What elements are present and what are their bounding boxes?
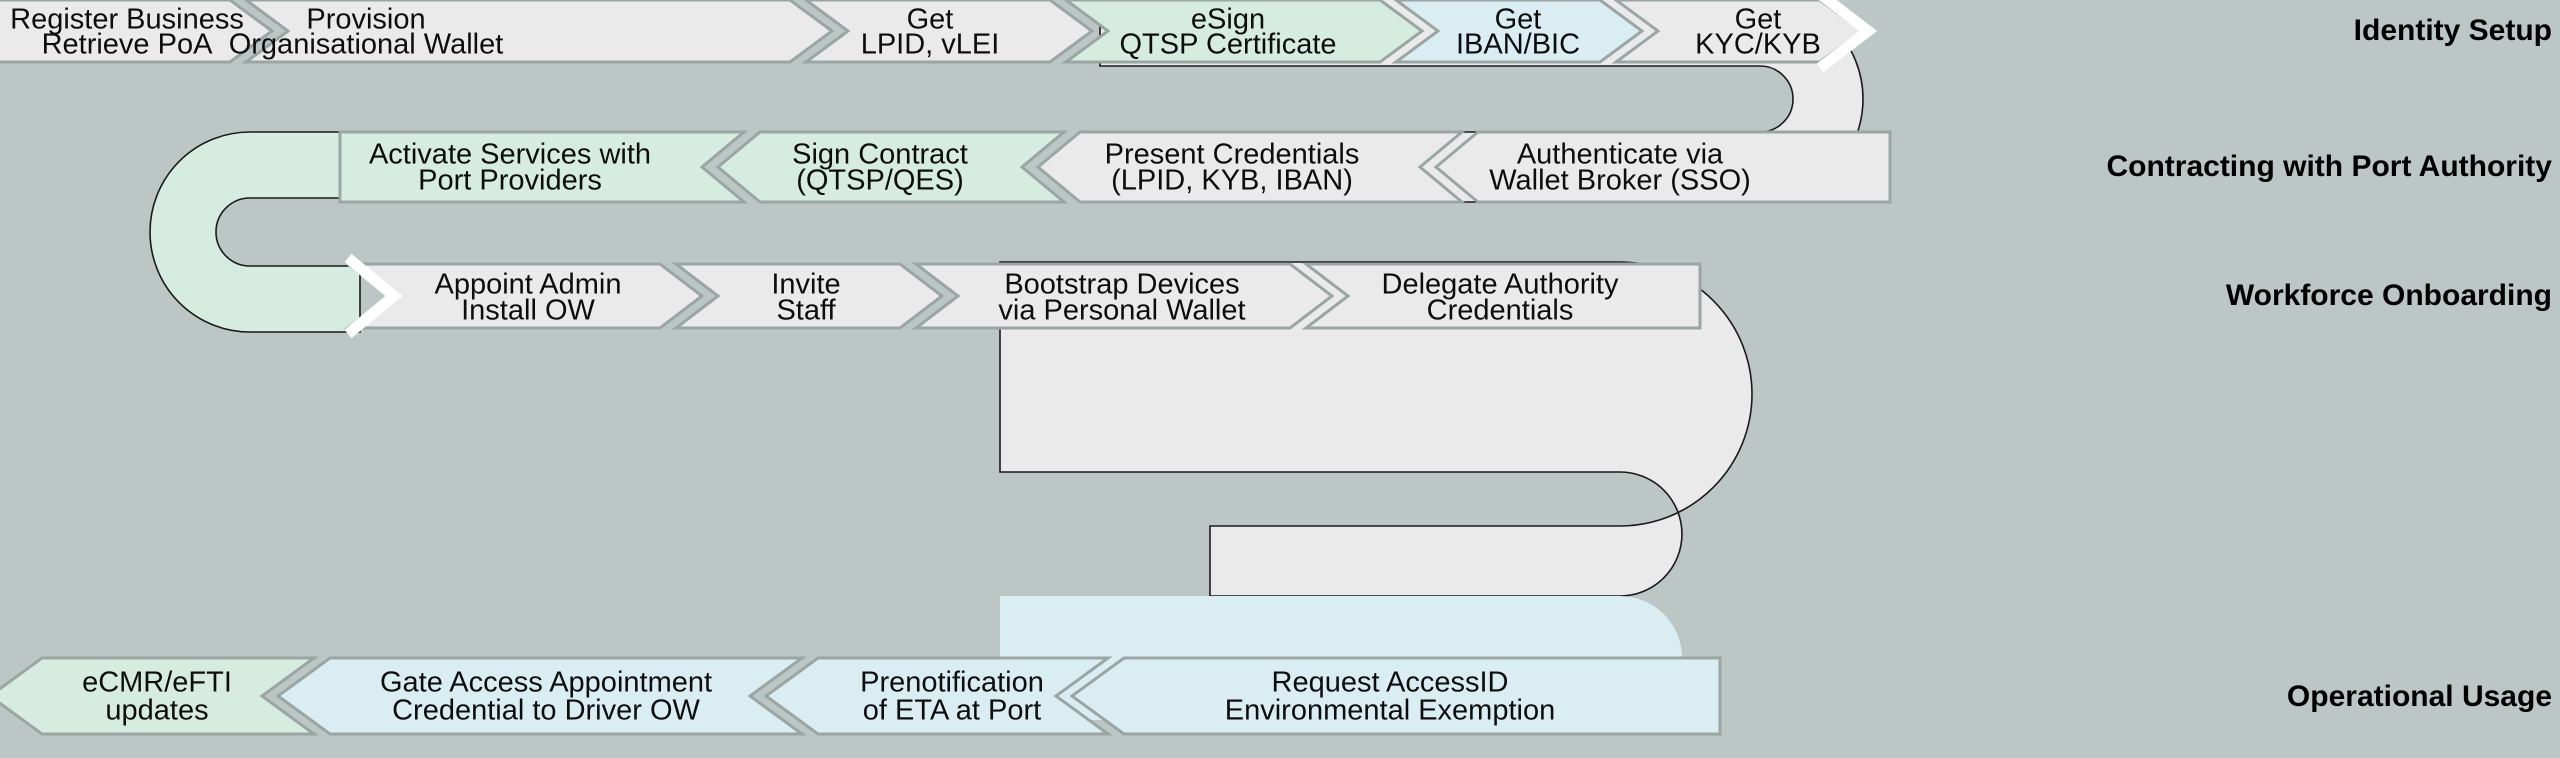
step-label-line1: Delegate Authority xyxy=(1382,269,1619,301)
step-label-line1: Register Business xyxy=(10,4,244,36)
chevron-gate-access-appointment[interactable] xyxy=(275,656,807,736)
step-label-line1: Bootstrap Devices xyxy=(1004,269,1239,301)
chevron-authenticate-wallet-broker[interactable] xyxy=(1433,130,1892,204)
chevron-register-business[interactable] xyxy=(0,0,275,64)
chevron-esign-qtsp[interactable] xyxy=(1061,0,1425,64)
row2-chevrons xyxy=(338,130,1892,204)
step-label-line2: Port Providers xyxy=(418,165,602,197)
step-label-line1: Sign Contract xyxy=(792,139,968,171)
step-label-line2: LPID, vLEI xyxy=(861,29,1000,61)
step-label-line2: Credential to Driver OW xyxy=(392,695,700,727)
step-label-line1: eCMR/eFTI xyxy=(82,667,232,699)
step-label-line2: QTSP Certificate xyxy=(1119,29,1336,61)
step-label-line2: (LPID, KYB, IBAN) xyxy=(1111,165,1353,197)
step-label-line2: Wallet Broker (SSO) xyxy=(1489,165,1751,197)
row3-white-arrow-tip xyxy=(344,253,403,339)
row1-white-arrow-tip xyxy=(1816,0,1878,73)
chevron-sign-contract[interactable] xyxy=(715,130,1069,204)
step-label-line1: Appoint Admin xyxy=(434,269,621,301)
chevron-get-iban-bic[interactable] xyxy=(1391,0,1645,64)
step-label-line2: Environmental Exemption xyxy=(1225,695,1555,727)
step-label-line2: updates xyxy=(105,695,208,727)
row-operational-usage: eCMR/eFTI updates Gate Access Appointmen… xyxy=(0,656,1722,736)
step-label-line2: KYC/KYB xyxy=(1695,29,1821,61)
step-label-line2: Staff xyxy=(776,295,836,327)
row1-chevrons xyxy=(0,0,1878,73)
step-label-line1: Get xyxy=(1495,4,1542,36)
step-label-line1: eSign xyxy=(1191,4,1265,36)
step-label-line2: Credentials xyxy=(1427,295,1574,327)
row-contracting-with-port-authority: Activate Services with Port Providers Si… xyxy=(338,130,1892,204)
phase-label-operational-usage: Operational Usage xyxy=(2287,680,2552,713)
chevron-invite-staff[interactable] xyxy=(671,262,945,330)
step-label-line2: Install OW xyxy=(461,295,595,327)
step-label-line1: Gate Access Appointment xyxy=(380,667,712,699)
step-label-line1: Request AccessID xyxy=(1272,667,1509,699)
phase-label-workforce-onboarding: Workforce Onboarding xyxy=(2226,279,2552,312)
phase-labels: Identity Setup Contracting with Port Aut… xyxy=(2106,14,2552,713)
row4-chevrons xyxy=(0,656,1722,736)
step-label-line1: Prenotification xyxy=(860,667,1044,699)
step-label-line1: Get xyxy=(1735,4,1782,36)
chevron-request-accessid[interactable] xyxy=(1069,656,1722,736)
chevron-prenotification-eta[interactable] xyxy=(763,656,1113,736)
step-label-line2: Organisational Wallet xyxy=(229,29,504,61)
step-label-line1: Present Credentials xyxy=(1105,139,1360,171)
row3-chevrons xyxy=(343,253,1702,339)
phase-label-identity-setup: Identity Setup xyxy=(2354,14,2552,47)
phase-label-contracting-with-port-authority: Contracting with Port Authority xyxy=(2106,150,2552,183)
step-label-line2: of ETA at Port xyxy=(863,695,1041,727)
step-label-line2: (QTSP/QES) xyxy=(796,165,964,197)
chevron-present-credentials[interactable] xyxy=(1035,130,1467,204)
chevron-bootstrap-devices[interactable] xyxy=(911,262,1335,330)
chevron-delegate-authority[interactable] xyxy=(1301,262,1702,330)
chevron-ecmr-efti-updates[interactable] xyxy=(0,656,319,736)
row-identity-setup: Register Business Retrieve PoA Provision… xyxy=(0,0,1878,73)
chevron-activate-services[interactable] xyxy=(338,130,749,204)
step-label-line1: Get xyxy=(907,4,954,36)
step-label-line1: Invite xyxy=(771,269,840,301)
step-label-line2: via Personal Wallet xyxy=(998,295,1245,327)
step-label-line2: IBAN/BIC xyxy=(1456,29,1580,61)
connector-turn-row2-to-row3 xyxy=(149,131,361,333)
step-label-line1: Activate Services with xyxy=(369,139,651,171)
chevron-get-lpid-vlei[interactable] xyxy=(801,0,1095,64)
step-label-line1: Authenticate via xyxy=(1517,139,1724,171)
chevron-provision-wallet[interactable] xyxy=(241,0,835,64)
step-label-line2: Retrieve PoA xyxy=(42,29,214,61)
row-workforce-onboarding: Appoint Admin Install OW Invite Staff Bo… xyxy=(343,253,1702,339)
step-label-line1: Provision xyxy=(306,4,425,36)
